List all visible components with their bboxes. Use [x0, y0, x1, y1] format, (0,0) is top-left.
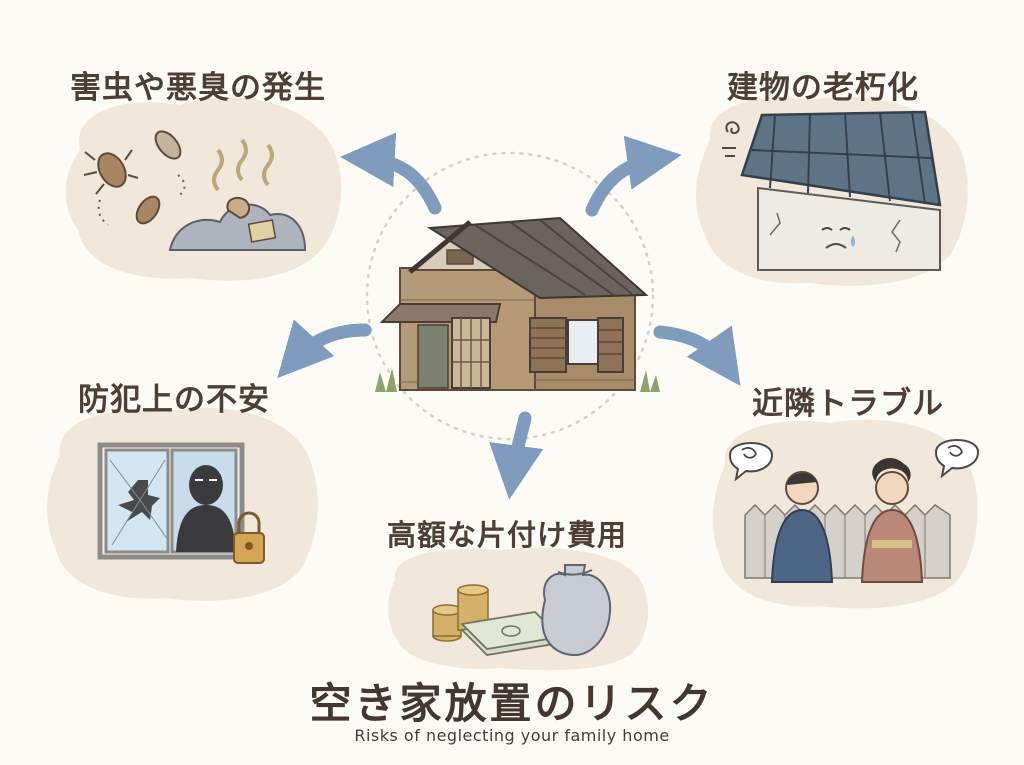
coins-cash-bag-illustration: [432, 564, 612, 657]
risk-label-security: 防犯上の不安: [78, 382, 270, 418]
page-subtitle: Risks of neglecting your family home: [354, 726, 670, 745]
pests-garbage-illustration: [83, 130, 307, 251]
neighbors-argument-illustration: [728, 439, 980, 583]
arrow-to-security: [277, 319, 372, 379]
abandoned-house-illustration: [375, 216, 660, 392]
risk-label-neighbors: 近隣トラブル: [752, 386, 944, 422]
arrow-to-cost: [489, 411, 544, 500]
page-title: 空き家放置のリスク: [309, 679, 715, 728]
house-dotted-ring: [365, 151, 655, 441]
risk-label-pests: 害虫や悪臭の発生: [70, 70, 326, 106]
arrow-to-pests: [340, 132, 442, 215]
risk-label-decay: 建物の老朽化: [727, 70, 919, 106]
cracked-wall-roof-illustration: [722, 110, 942, 271]
blob-pests: [65, 97, 342, 281]
risk-label-cost: 高額な片付け費用: [387, 518, 628, 552]
arrow-to-decay: [585, 135, 682, 217]
broken-window-burglar-illustration: [97, 442, 265, 564]
arrow-to-neighbors: [653, 325, 741, 386]
